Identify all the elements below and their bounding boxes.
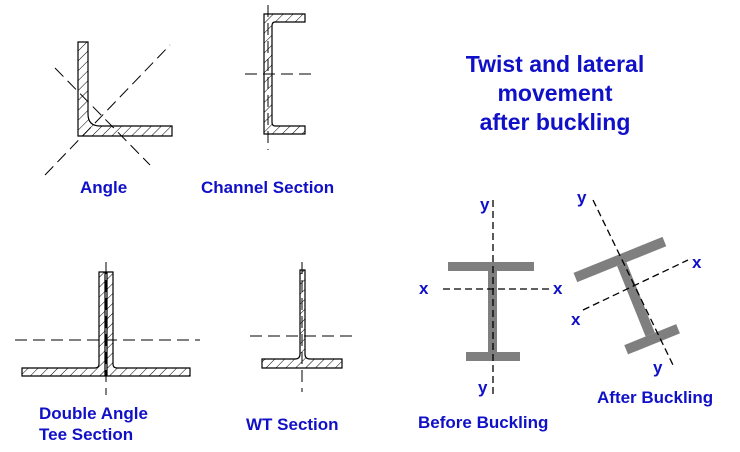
channel-label: Channel Section	[201, 178, 335, 197]
after-buckling-label: After Buckling	[597, 388, 714, 407]
title-line1: Twist and lateral	[465, 51, 645, 77]
channel-section-shape	[245, 5, 315, 150]
before-axis-y-top-label: y	[480, 195, 490, 214]
after-axis-y-bottom-label: y	[653, 358, 663, 377]
before-buckling-label: Before Buckling	[418, 413, 549, 432]
after-buckling-beam	[573, 236, 680, 355]
after-axis-y-top-label: y	[577, 188, 587, 207]
angle-principal-axis-1	[44, 44, 171, 176]
wt-section-shape	[250, 262, 355, 392]
after-axis-x	[582, 259, 689, 311]
angle-section-shape	[44, 41, 173, 176]
title-line3: after buckling	[479, 109, 631, 135]
double-angle-label-line2: Tee Section	[39, 425, 134, 444]
angle-principal-axis-2	[54, 67, 151, 166]
double-angle-label-line1: Double Angle	[39, 404, 148, 423]
before-buckling-beam	[443, 200, 550, 395]
title-line2: movement	[497, 80, 613, 106]
double-angle-section-shape	[15, 262, 200, 395]
before-axis-x-right-label: x	[553, 279, 563, 298]
angle-label: Angle	[80, 178, 128, 197]
before-axis-y-bottom-label: y	[478, 378, 488, 397]
after-axis-x-left-label: x	[571, 310, 581, 329]
after-axis-y	[592, 199, 674, 366]
after-axis-x-right-label: x	[692, 253, 702, 272]
wt-label: WT Section	[246, 415, 339, 434]
before-axis-x-left-label: x	[419, 279, 429, 298]
